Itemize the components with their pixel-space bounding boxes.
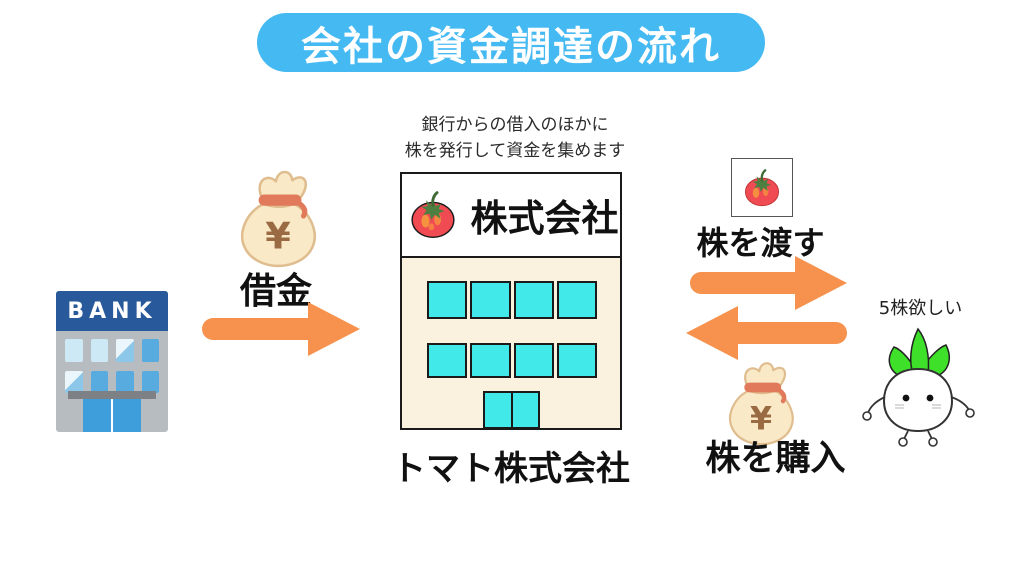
company-door bbox=[483, 391, 540, 429]
tomato-icon bbox=[410, 191, 455, 239]
give-stock-label: 株を渡す bbox=[696, 224, 825, 262]
turnip-character-icon bbox=[858, 327, 978, 447]
company-building: 株式会社 bbox=[400, 172, 622, 430]
company-window bbox=[427, 343, 468, 378]
give-stock-arrow-icon bbox=[690, 256, 847, 310]
arrow-shaft bbox=[202, 318, 308, 340]
bank-sign-label: BANK bbox=[67, 298, 157, 324]
bank-window bbox=[116, 339, 134, 362]
buy-stock-arrow-icon bbox=[686, 306, 847, 360]
yen-symbol: ¥ bbox=[750, 401, 772, 437]
yen-symbol: ¥ bbox=[265, 215, 291, 258]
bank-sign: BANK bbox=[56, 291, 168, 331]
subtitle-line2: 株を発行して資金を集めます bbox=[404, 141, 626, 162]
company-sign: 株式会社 bbox=[402, 174, 620, 258]
company-window bbox=[513, 281, 554, 319]
company-window bbox=[556, 281, 597, 319]
bank-building: BANK bbox=[56, 291, 168, 432]
bank-window bbox=[141, 371, 159, 393]
bank-window bbox=[141, 339, 159, 362]
company-sign-label: 株式会社 bbox=[470, 197, 619, 240]
investor-quote: 5株欲しい bbox=[878, 298, 963, 319]
buy-stock-label: 株を購入 bbox=[705, 439, 846, 479]
subtitle-line1: 銀行からの借入のほかに bbox=[421, 115, 609, 135]
bank-window-row-2 bbox=[65, 371, 159, 393]
tomato-icon bbox=[744, 168, 780, 206]
arrow-head bbox=[686, 306, 738, 360]
company-window-row-2 bbox=[427, 343, 597, 378]
arrow-shaft bbox=[738, 322, 847, 344]
company-window-row-1 bbox=[427, 281, 597, 319]
company-window bbox=[427, 281, 468, 319]
bank-window bbox=[65, 371, 83, 393]
arrow-head bbox=[795, 256, 847, 310]
money-bag-icon: ¥ bbox=[716, 358, 806, 446]
bank-window bbox=[65, 339, 83, 362]
bank-window bbox=[116, 371, 134, 393]
bank-window bbox=[90, 371, 108, 393]
company-door-panel bbox=[511, 391, 540, 429]
company-window bbox=[470, 343, 511, 378]
arrow-shaft bbox=[690, 272, 795, 294]
subtitle: 銀行からの借入のほかに 株を発行して資金を集めます bbox=[340, 112, 690, 165]
bank-door-panel bbox=[113, 399, 141, 432]
bank-door-lintel bbox=[68, 391, 156, 399]
title-banner: 会社の資金調達の流れ bbox=[257, 13, 765, 72]
company-window bbox=[556, 343, 597, 378]
loan-label: 借金 bbox=[239, 271, 312, 312]
bank-door bbox=[83, 399, 141, 432]
bank-window bbox=[90, 339, 108, 362]
money-bag-icon: ¥ bbox=[226, 166, 330, 268]
company-window bbox=[513, 343, 554, 378]
bank-window-row-1 bbox=[65, 339, 159, 362]
company-door-panel bbox=[483, 391, 512, 429]
company-window bbox=[470, 281, 511, 319]
arrow-head bbox=[308, 302, 360, 356]
loan-arrow-icon bbox=[202, 301, 360, 357]
stock-certificate-card bbox=[731, 158, 793, 217]
bank-door-panel bbox=[83, 399, 113, 432]
page-title: 会社の資金調達の流れ bbox=[301, 23, 721, 70]
company-name-label: トマト株式会社 bbox=[392, 449, 630, 489]
